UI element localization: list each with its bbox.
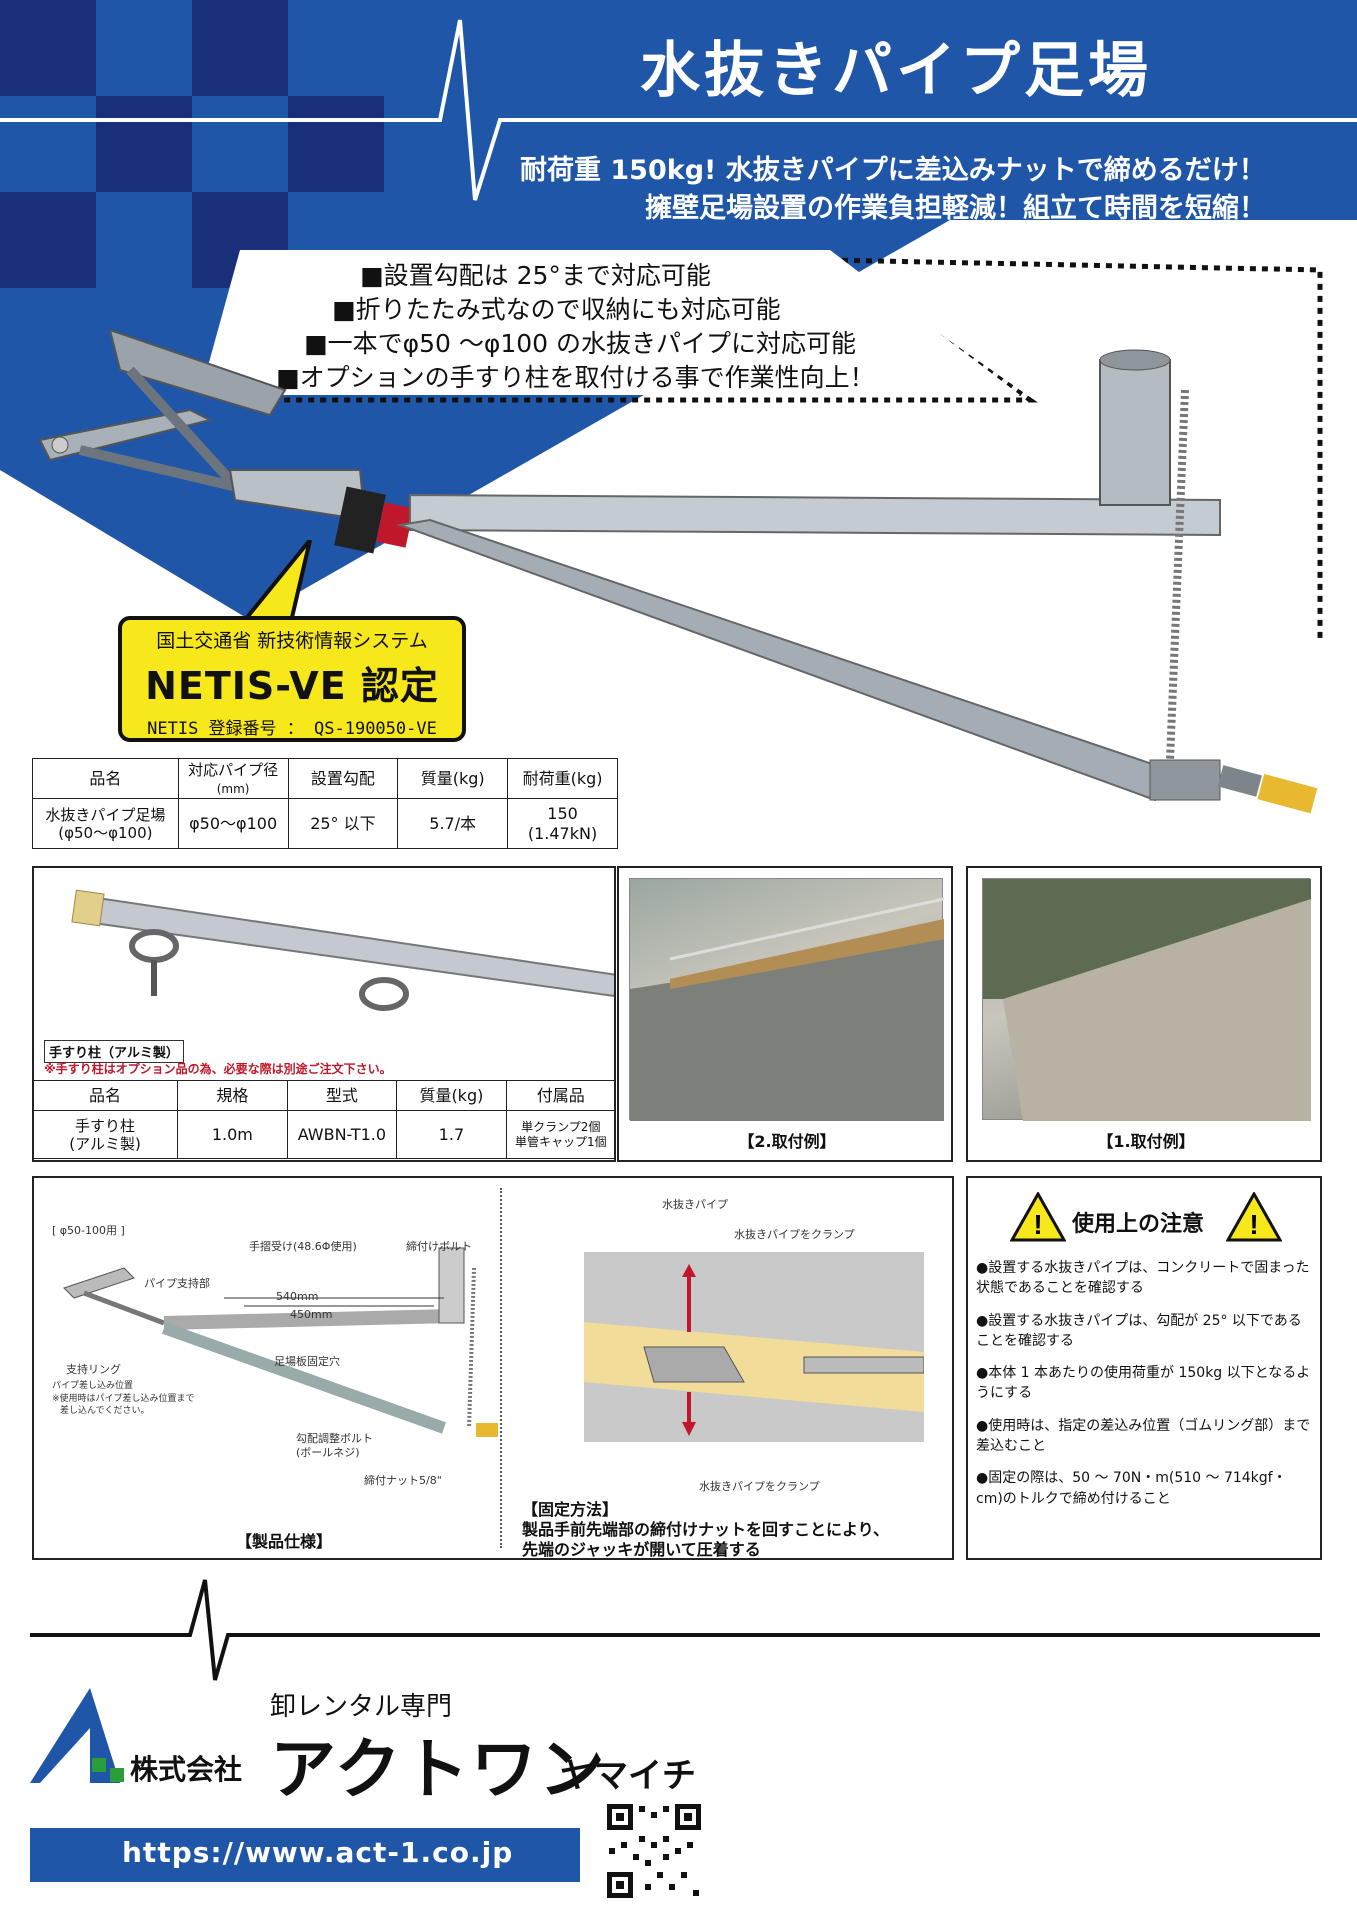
diag-handrail-receiver: 手摺受け(48.6Φ使用) [249,1240,357,1253]
warning-icon-right: ! [1226,1192,1282,1242]
th-load: 耐荷重(kg) [507,758,618,799]
spec-diagram-drawing [63,1247,498,1437]
fix-pipe-label: 水抜きパイプ [662,1198,728,1211]
th-hr-size: 規格 [177,1080,288,1111]
page-title: 水抜きパイプ足場 [640,36,1152,106]
warning-icon-left: ! [1010,1192,1066,1242]
caution-item: ●使用時は、指定の差込み位置（ゴムリング部）まで差込むこと [976,1417,1311,1455]
th-hr-acc: 付属品 [505,1080,617,1111]
th-mass: 質量(kg) [397,758,509,799]
diag-dim-450: 450mm [290,1308,333,1321]
installation-photo-1 [982,878,1311,1121]
subtitle-line-1: 耐荷重 150kg! 水抜きパイプに差込みナットで締めるだけ！ [520,155,1266,186]
footer-url[interactable]: https://www.act-1.co.jp [122,1836,514,1869]
fix-line-2: 先端のジャッキが開いて圧着する [522,1540,761,1559]
diag-ball-screw: (ボールネジ) [296,1446,360,1459]
company-name: アクトワン [270,1731,607,1808]
td-hr-mass: 1.7 [396,1110,507,1159]
company-prefix: 株式会社 [130,1753,243,1786]
handrail-image [71,889,614,1011]
caution-list: ●設置する水抜きパイプは、コンクリートで固まった状態であることを確認する ●設置… [976,1258,1312,1521]
caution-panel: ! 使用上の注意 ! ●設置する水抜きパイプは、コンクリートで固まった状態である… [966,1176,1322,1560]
td-load: 150(1.47kN) [507,798,618,849]
diag-insert-note-1: ※使用時はパイプ差し込み位置まで [52,1394,195,1404]
fix-line-1: 製品手前先端部の締付けナットを回すことにより、 [522,1520,890,1539]
product-image [38,330,1318,814]
td-name: 水抜きパイプ足場(φ50～φ100) [32,798,179,849]
fix-clamp-top: 水抜きパイプをクランプ [734,1228,855,1241]
diag-nut: 締付ナット5/8" [364,1474,442,1487]
diag-insert-pos: パイプ差し込み位置 [52,1381,134,1391]
fix-title: 【固定方法】 [522,1500,619,1519]
diag-board-hole: 足場板固定穴 [274,1355,340,1368]
td-hr-name: 手すり柱(アルミ製) [31,1110,179,1159]
netis-line-3: NETIS 登録番号 ： QS-190050-VE [147,719,437,739]
diag-dim-540: 540mm [276,1290,319,1303]
td-slope: 25° 以下 [287,798,399,849]
th-hr-mass: 質量(kg) [396,1080,507,1111]
footer-tagline: 卸レンタル専門 [270,1692,453,1722]
footer-heartbeat [30,1579,1320,1681]
diag-caption: 【製品仕様】 [235,1532,332,1551]
td-pipe: φ50～φ100 [177,798,289,849]
th-hr-name: 品名 [31,1080,179,1111]
handrail-caption: 手すり柱（アルミ製） [44,1040,184,1063]
header-graphic [0,0,1357,640]
main-spec-table: 品名 対応パイプ径(mm) 設置勾配 質量(kg) 耐荷重(kg) 水抜きパイプ… [32,758,618,849]
caution-item: ●固定の際は、50 ～ 70N・m(510 ～ 714kgf・cm)のトルクで締… [976,1470,1287,1507]
diag-insert-note-2: 差し込んでください。 [60,1406,150,1416]
qr-code [605,1802,703,1900]
netis-line-1: 国土交通省 新技術情報システム [156,630,428,652]
td-hr-size: 1.0m [177,1110,288,1159]
handrail-note: ※手すり柱はオプション品の為、必要な際は別途ご注文下さい。 [44,1062,392,1076]
feature-3: ■一本でφ50 ～φ100 の水抜きパイプに対応可能 [304,329,857,358]
td-hr-acc: 単クランプ2個単管キャップ1個 [505,1110,617,1159]
svg-text:!: ! [1033,1209,1042,1240]
caution-item: ●設置する水抜きパイプは、勾配が 25° 以下であることを確認する [976,1312,1302,1349]
td-mass: 5.7/本 [397,798,509,849]
company-suffix: ヤマイチ [560,1756,696,1796]
th-slope: 設置勾配 [287,758,399,799]
fix-method-drawing [584,1252,924,1442]
netis-line-2: NETIS-VE 認定 [145,664,439,708]
feature-4: ■オプションの手すり柱を取付ける事で作業性向上！ [276,363,875,392]
th-hr-model: 型式 [286,1080,398,1111]
td-hr-model: AWBN-T1.0 [286,1110,398,1159]
photo-caption-1: 【1.取付例】 [1097,1132,1195,1151]
feature-1: ■設置勾配は 25°まで対応可能 [360,261,711,290]
diag-support: パイプ支持部 [144,1277,210,1290]
handrail-table: 品名 規格 型式 質量(kg) 付属品 手すり柱(アルミ製) 1.0m AWBN… [31,1080,617,1159]
caution-item: ●本体 1 本あたりの使用荷重が 150kg 以下となるようにする [976,1365,1311,1402]
diag-ring: 支持リング [66,1363,121,1376]
fix-clamp-bottom: 水抜きパイプをクランプ [699,1480,820,1493]
company-logo [30,1688,124,1783]
diag-bolt: 締付けボルト [406,1240,472,1253]
photo-panel-2: 【2.取付例】 [617,866,953,1162]
spec-diagram-panel: [ φ50-100用 ] 手摺受け(48.6Φ使用) 締付けボルト パイプ支持部… [32,1176,954,1560]
th-pipe: 対応パイプ径(mm) [177,758,289,799]
subtitle-line-2: 擁壁足場設置の作業負担軽減！組立て時間を短縮！ [645,193,1266,224]
photo-caption-2: 【2.取付例】 [738,1132,836,1151]
caution-title: 使用上の注意 [1072,1212,1205,1237]
feature-2: ■折りたたみ式なので収納にも対応可能 [332,295,781,324]
svg-text:!: ! [1249,1209,1258,1240]
th-name: 品名 [32,758,179,799]
handrail-panel: 手すり柱（アルミ製） ※手すり柱はオプション品の為、必要な際は別途ご注文下さい。… [31,866,617,1162]
diag-range: [ φ50-100用 ] [52,1224,125,1237]
photo-panel-1: 【1.取付例】 [966,866,1322,1162]
url-bar[interactable]: https://www.act-1.co.jp [30,1828,580,1882]
diag-adjust-bolt: 勾配調整ボルト [296,1432,373,1445]
panel-divider [500,1188,502,1548]
netis-badge: 国土交通省 新技術情報システム NETIS-VE 認定 NETIS 登録番号 ：… [118,616,466,742]
installation-photo-2 [629,878,945,1121]
caution-item: ●設置する水抜きパイプは、コンクリートで固まった状態であることを確認する [976,1260,1310,1297]
